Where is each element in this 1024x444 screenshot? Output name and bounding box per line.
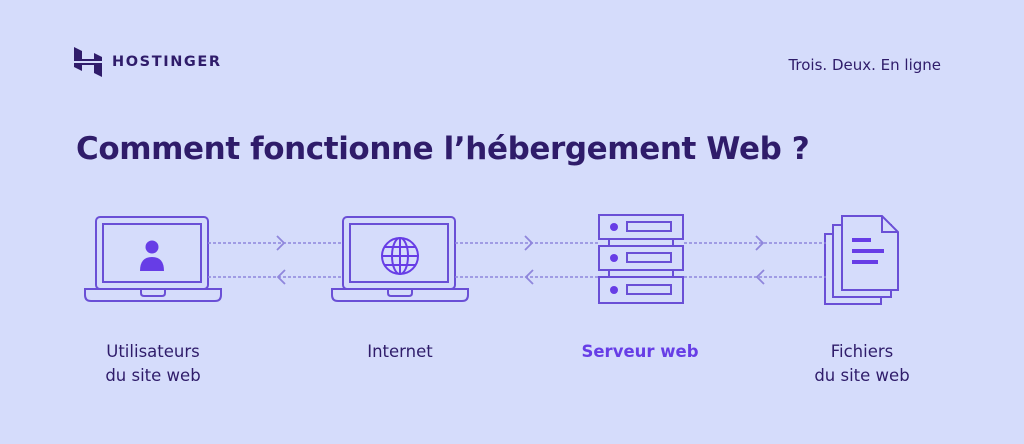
connector-server-files (684, 235, 826, 285)
label-files-line1: Fichiers (830, 342, 894, 361)
page-title: Comment fonctionne l’hébergement Web ? (76, 131, 810, 167)
tagline: Trois. Deux. En ligne (788, 56, 941, 74)
brand-logo: HOSTINGER (74, 47, 222, 77)
server-stack-icon (598, 214, 684, 304)
label-files: Fichiers du site web (814, 340, 909, 388)
node-files (822, 212, 902, 308)
label-users: Utilisateurs du site web (105, 340, 200, 388)
laptop-user-icon (84, 216, 222, 302)
label-internet: Internet (367, 340, 433, 364)
laptop-globe-icon (331, 216, 469, 302)
label-server: Serveur web (581, 340, 698, 364)
brand-name: HOSTINGER (112, 54, 222, 70)
arrow-right-icon (524, 235, 534, 251)
node-server (597, 213, 685, 307)
arrow-right-icon (755, 235, 765, 251)
connector-internet-server (455, 235, 599, 285)
label-server-line1: Serveur web (581, 342, 699, 361)
label-users-line2: du site web (105, 366, 201, 385)
label-users-line1: Utilisateurs (106, 342, 200, 361)
document-stack-icon (824, 215, 899, 305)
label-files-line2: du site web (814, 366, 910, 385)
arrow-left-icon (276, 269, 286, 285)
arrow-left-icon (755, 269, 765, 285)
node-internet (330, 215, 470, 307)
arrow-right-icon (276, 235, 286, 251)
connector-users-internet (208, 235, 342, 285)
hostinger-logo-icon (74, 47, 102, 77)
node-users (83, 215, 223, 307)
arrow-left-icon (524, 269, 534, 285)
label-internet-line1: Internet (367, 342, 433, 361)
